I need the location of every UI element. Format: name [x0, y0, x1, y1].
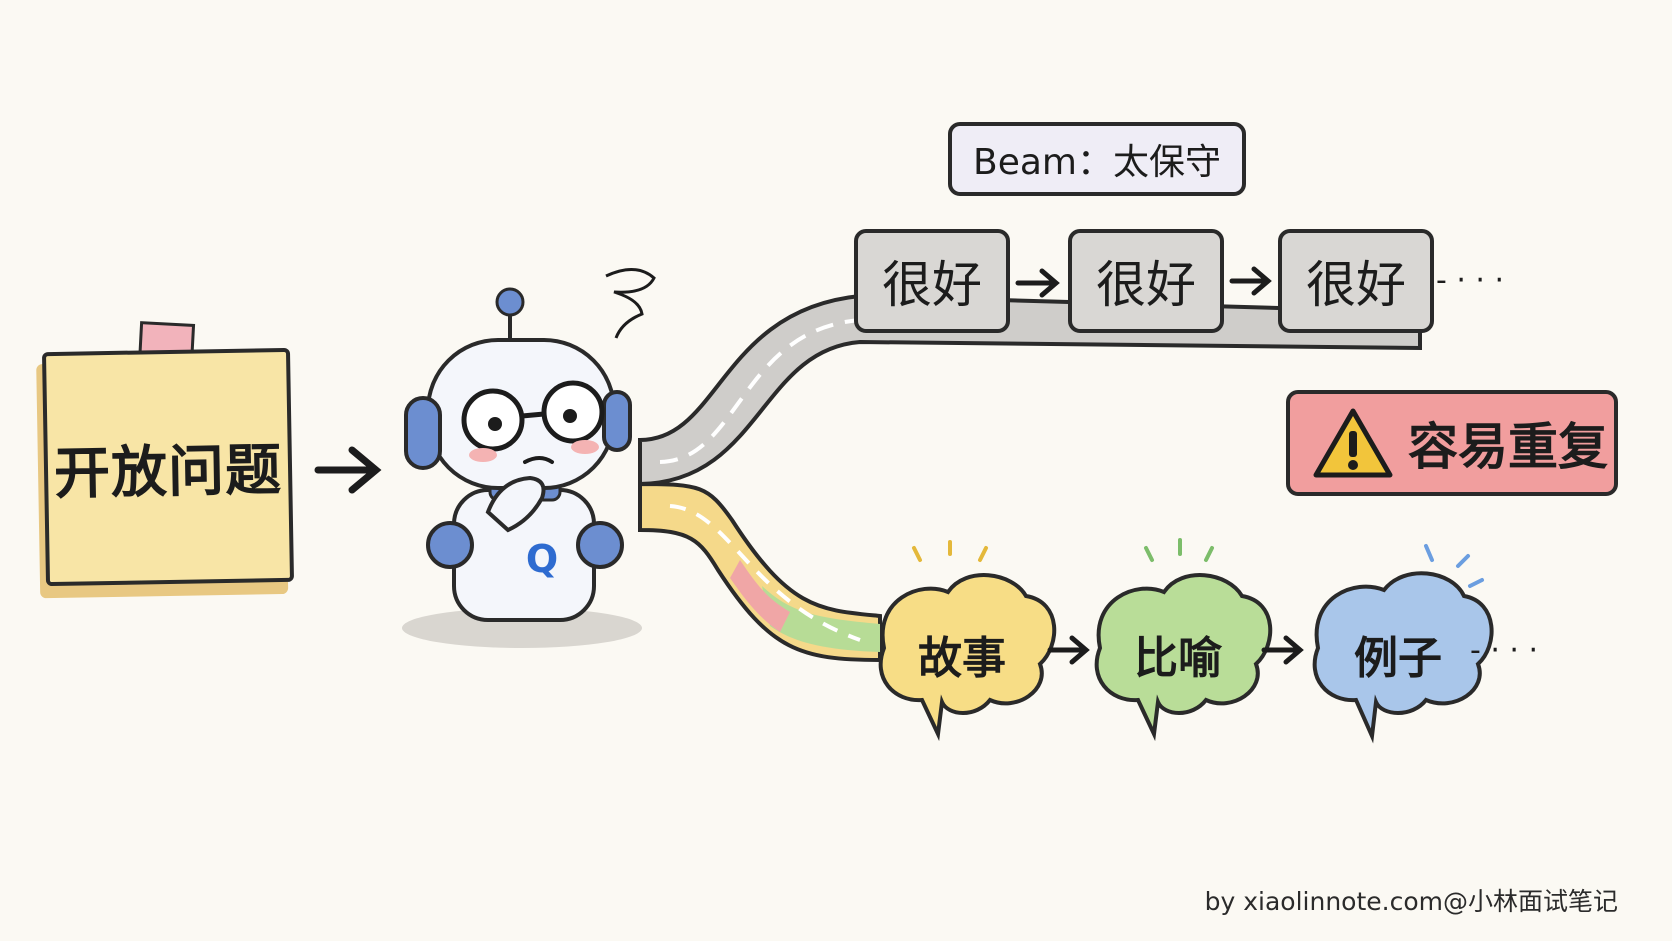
- sampling-ellipsis: - · · ·: [1470, 633, 1538, 668]
- sampling-word: 故事: [918, 633, 1006, 684]
- open-question-label: 开放问题: [53, 437, 283, 507]
- sampling-road: [638, 481, 882, 663]
- beam-ellipsis: - · · ·: [1436, 263, 1504, 298]
- chest-letter: Q: [526, 537, 558, 581]
- sampling-arrows: [1047, 635, 1304, 665]
- repetition-warning: 容易重复: [1286, 390, 1618, 496]
- arrow-to-robot: [314, 446, 382, 494]
- robot-icon: Q: [402, 268, 656, 648]
- warning-triangle-icon: [1313, 408, 1393, 478]
- beam-word-box: 很好: [854, 229, 1010, 333]
- beam-road: [638, 293, 1422, 487]
- beam-word: 很好: [1306, 256, 1406, 314]
- beam-label: Beam：太保守: [948, 122, 1246, 196]
- sampling-word: 比喻: [1134, 633, 1222, 684]
- sampling-bubbles: [878, 538, 1494, 744]
- beam-word: 很好: [1096, 256, 1196, 314]
- beam-word-box: 很好: [1068, 229, 1224, 333]
- beam-word: 很好: [882, 256, 982, 314]
- credit-text: by xiaolinnote.com@小林面试笔记: [1204, 887, 1618, 916]
- open-question-note: 开放问题: [41, 347, 295, 587]
- beam-label-text: Beam：太保守: [973, 142, 1221, 183]
- beam-word-box: 很好: [1278, 229, 1434, 333]
- warning-text: 容易重复: [1408, 418, 1608, 476]
- beam-arrows: [1015, 266, 1272, 298]
- sampling-word: 例子: [1354, 633, 1442, 684]
